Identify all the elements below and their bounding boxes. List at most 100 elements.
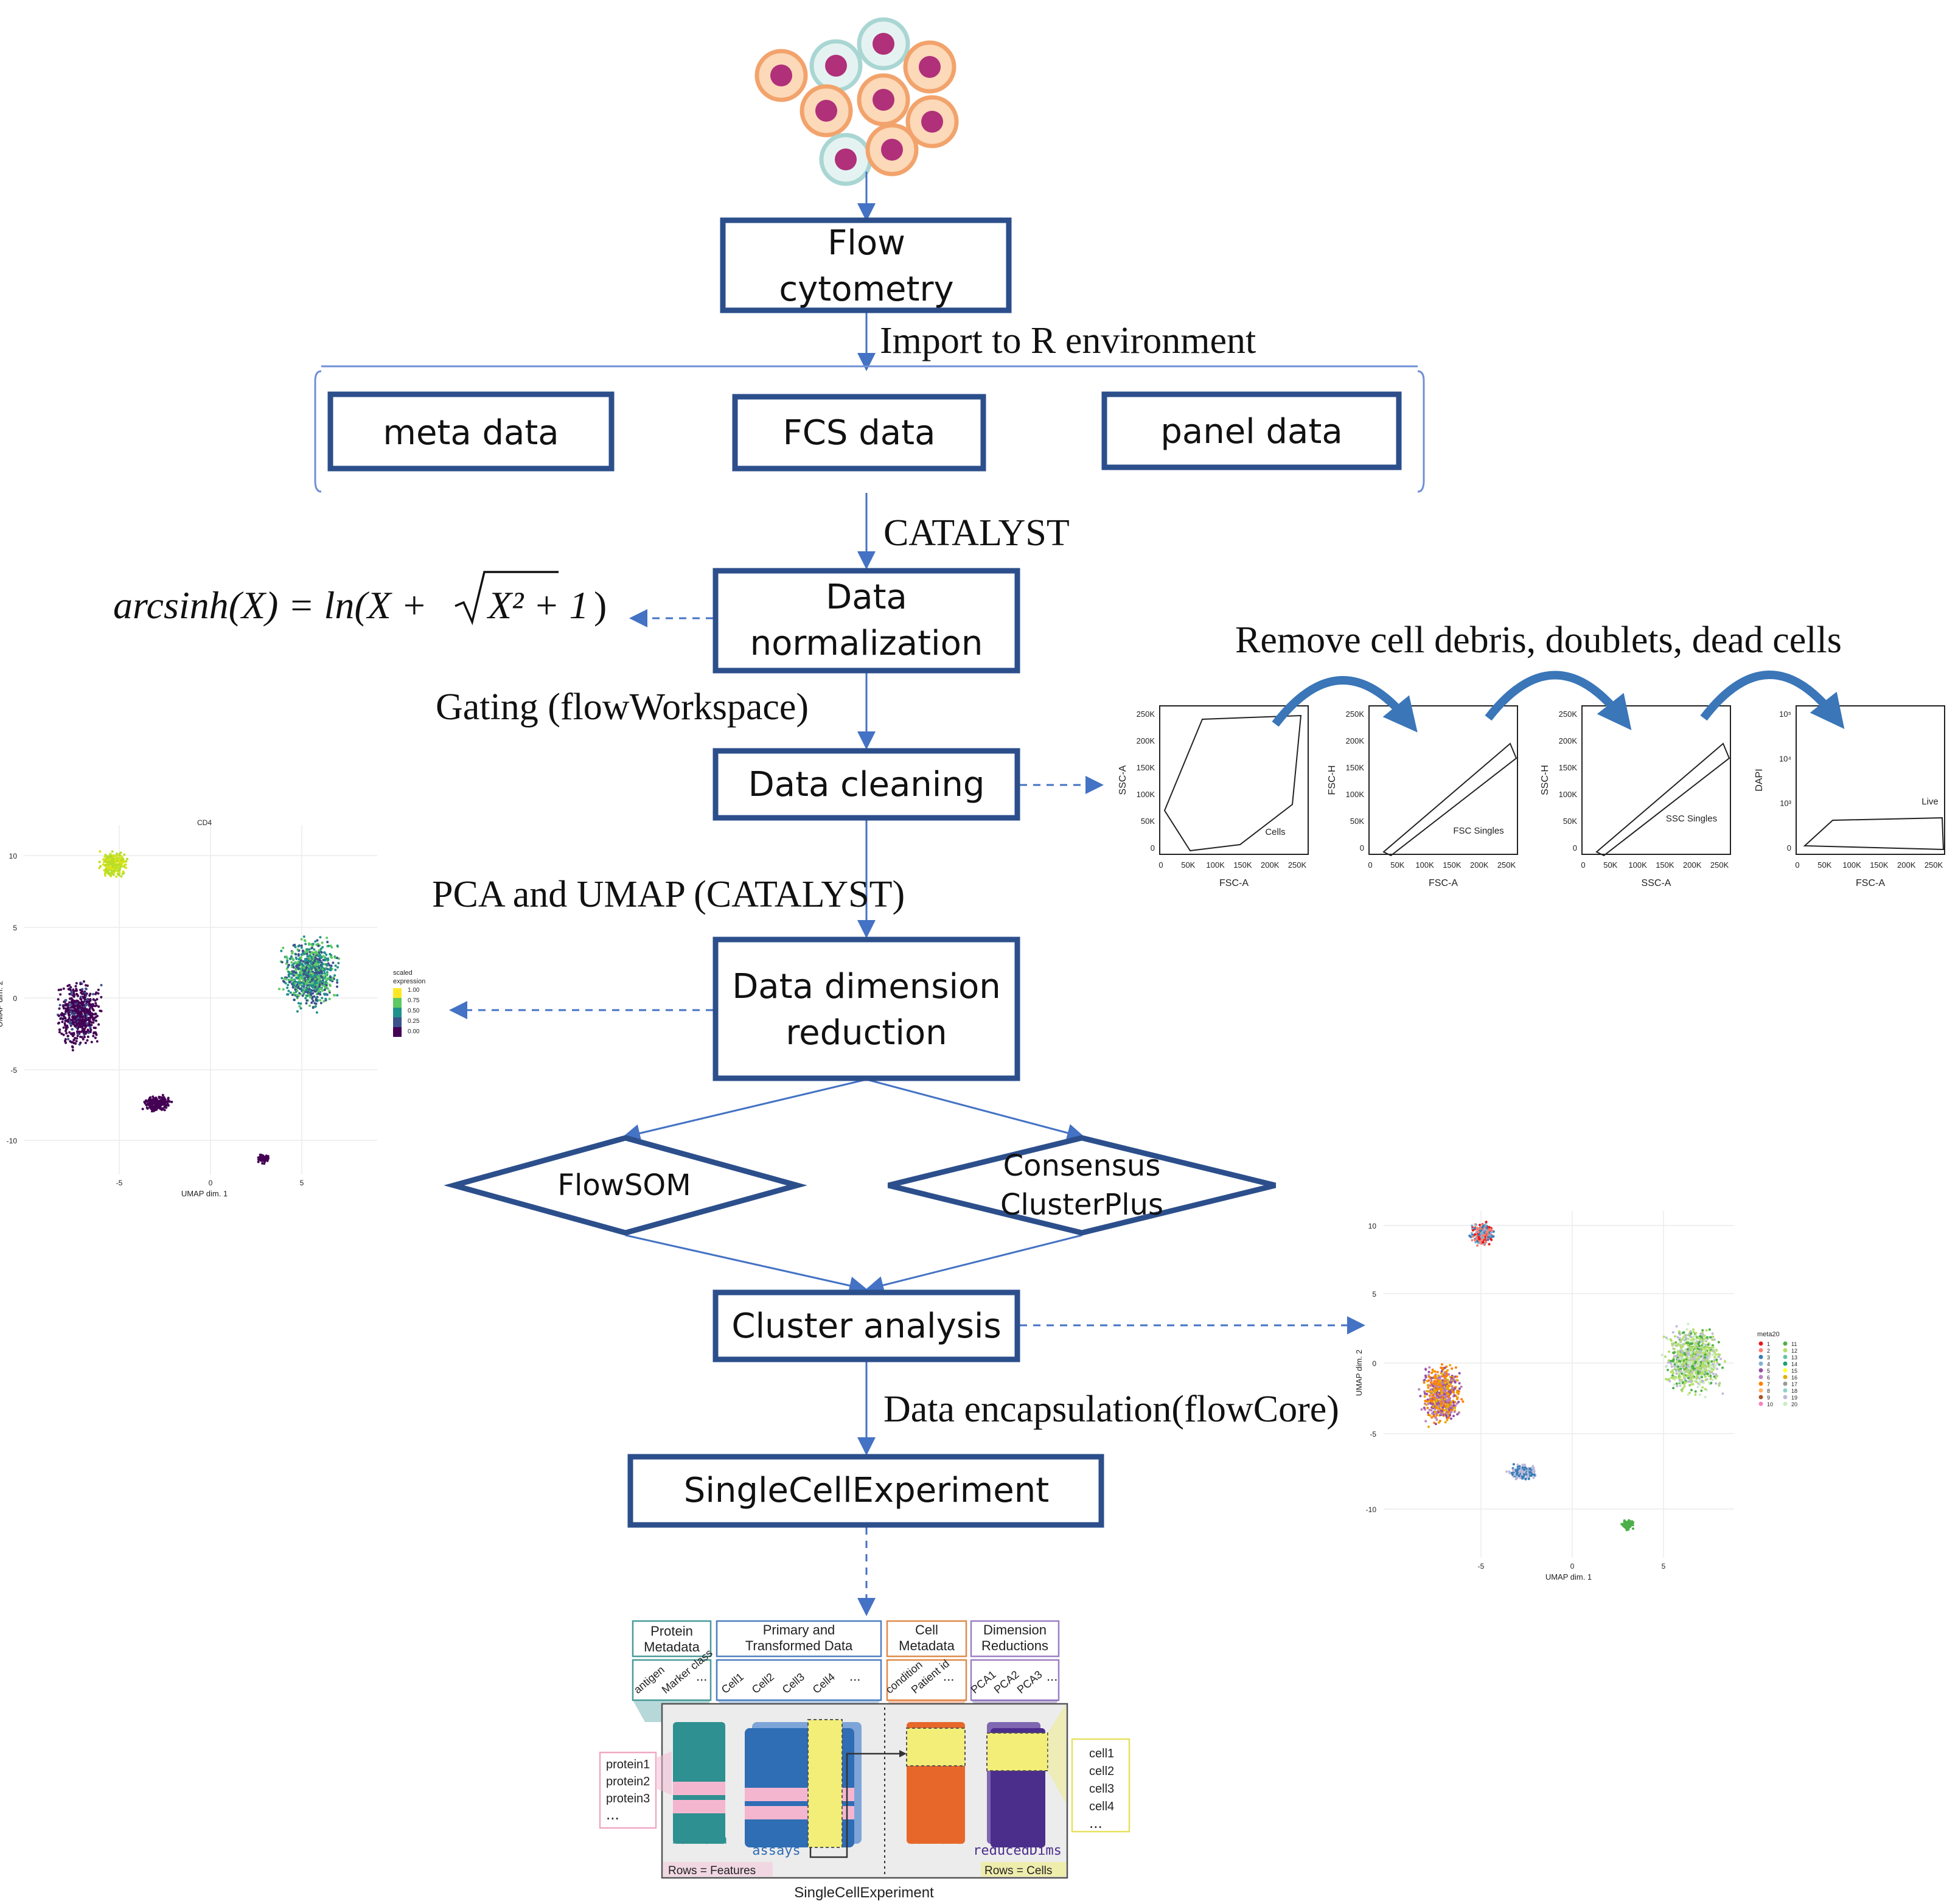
dashed-connectors — [449, 609, 1365, 1616]
umap-point — [109, 853, 112, 856]
umap-point — [88, 1007, 91, 1010]
umap-point — [1438, 1392, 1441, 1395]
umap-point — [287, 983, 290, 986]
y-tick: 150K — [1559, 763, 1578, 772]
consensus-label-2: ClusterPlus — [1000, 1188, 1163, 1222]
umap-point — [296, 983, 299, 986]
umap-point — [112, 854, 115, 857]
cluster-analysis-box — [712, 1289, 1020, 1362]
umap-point — [300, 956, 302, 959]
umap-point — [1449, 1364, 1452, 1367]
umap-point — [64, 1017, 67, 1020]
y-tick: 0 — [1573, 843, 1577, 853]
umap-point — [66, 1019, 69, 1022]
flow-connectors — [622, 172, 1085, 1456]
umap-point — [1462, 1400, 1465, 1403]
legend-dot — [1758, 1368, 1763, 1373]
x-tick: 100K — [1206, 860, 1225, 870]
umap-point — [1485, 1226, 1488, 1229]
umap-point — [1454, 1387, 1457, 1390]
umap-point — [113, 870, 115, 873]
umap-point — [1687, 1361, 1690, 1364]
umap-point — [1429, 1384, 1432, 1387]
umap-point — [305, 972, 308, 974]
legend-dot — [1758, 1355, 1763, 1359]
cell-nucleus-6 — [921, 111, 943, 133]
umap-point — [298, 982, 301, 985]
umap-point — [1693, 1351, 1696, 1355]
umap-point — [321, 975, 323, 978]
umap-point — [277, 988, 280, 991]
cell-nucleus-2 — [873, 33, 894, 55]
umap-point — [90, 1023, 93, 1027]
umap-point — [110, 867, 113, 870]
umap-point — [80, 1003, 83, 1006]
legend-swatch — [393, 1017, 402, 1027]
umap-point — [77, 1032, 80, 1035]
umap-point — [1434, 1411, 1437, 1413]
umap-point — [301, 994, 304, 997]
umap-point — [297, 945, 300, 947]
umap-point — [305, 999, 308, 1002]
umap-point — [71, 1045, 74, 1048]
umap-point — [111, 865, 114, 868]
umap-point — [115, 867, 118, 870]
umap-point — [319, 980, 322, 983]
umap-point — [337, 961, 340, 964]
flow-cytometry-label-1: Flow — [827, 223, 905, 263]
umap-point — [1690, 1389, 1693, 1392]
y-tick: -10 — [7, 1137, 18, 1145]
umap-point — [265, 1157, 268, 1160]
umap-point — [324, 992, 327, 996]
umap-point — [290, 961, 293, 964]
umap-point — [1713, 1356, 1716, 1359]
umap-point — [1488, 1233, 1491, 1236]
umap-point — [94, 1002, 97, 1005]
umap-point — [1508, 1472, 1511, 1475]
umap-point — [92, 1034, 95, 1037]
umap-point — [88, 1010, 91, 1013]
umap-point — [1432, 1415, 1435, 1418]
umap-point — [315, 1002, 318, 1005]
umap-point — [315, 943, 318, 946]
umap-point — [1481, 1234, 1483, 1237]
umap-point — [1427, 1386, 1430, 1389]
umap-point — [324, 977, 327, 980]
umap-point — [1479, 1224, 1481, 1227]
umap-point — [1428, 1366, 1431, 1369]
input-brace — [314, 365, 1425, 493]
umap-point — [1446, 1400, 1449, 1403]
sce-caption: SingleCellExperiment — [794, 1885, 934, 1901]
umap-point — [61, 1012, 64, 1015]
umap-point — [1420, 1408, 1423, 1411]
umap-point — [1488, 1226, 1491, 1229]
umap-point — [79, 997, 82, 1000]
umap-point — [296, 994, 299, 997]
umap-point — [321, 982, 324, 985]
umap-point — [305, 952, 308, 955]
umap-point — [309, 972, 312, 975]
umap-point — [117, 869, 120, 872]
umap-point — [1460, 1398, 1463, 1401]
umap-point — [1449, 1389, 1452, 1392]
x-tick: 0 — [209, 1179, 213, 1187]
umap-point — [73, 1005, 76, 1008]
umap-point — [1505, 1470, 1508, 1473]
umap-point — [1713, 1338, 1716, 1341]
umap-point — [122, 870, 125, 873]
umap-point — [68, 984, 71, 986]
cell-nucleus-4 — [815, 100, 837, 122]
umap-point — [1691, 1369, 1693, 1372]
umap-point — [284, 982, 287, 985]
umap-point — [109, 856, 112, 859]
umap-point — [293, 999, 296, 1002]
umap-point — [92, 1018, 95, 1021]
umap-point — [102, 859, 105, 862]
umap-point — [167, 1100, 170, 1103]
pca-umap-label: PCA and UMAP (CATALYST) — [432, 874, 905, 915]
umap-point — [94, 1031, 97, 1034]
umap-point — [1705, 1336, 1709, 1339]
umap-point — [319, 936, 322, 939]
umap-point — [304, 943, 307, 946]
umap-point — [296, 1010, 299, 1013]
